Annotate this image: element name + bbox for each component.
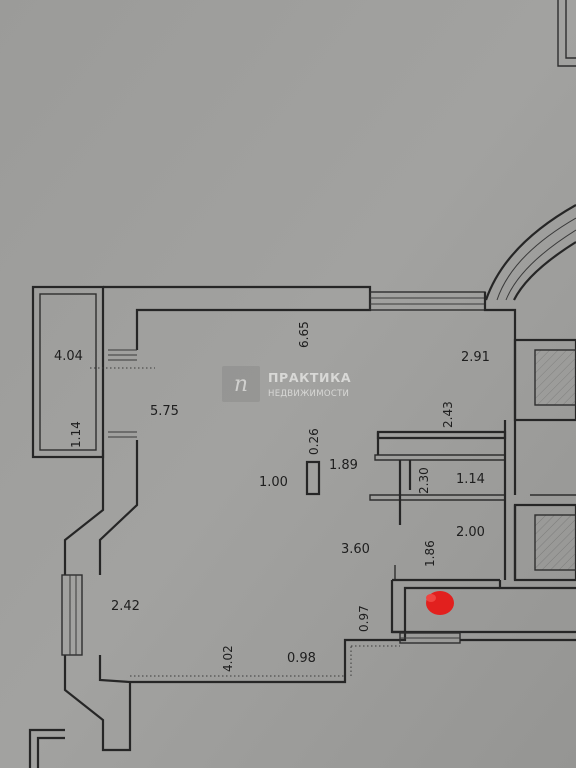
dim-column-width: 1.00: [259, 475, 288, 490]
column: [305, 460, 321, 496]
dim-bath-depth: 2.30: [417, 467, 431, 494]
dim-bay-window: 2.42: [111, 599, 140, 614]
watermark: п ПРАКТИКА НЕДВИЖИМОСТИ: [222, 366, 351, 402]
dim-entry-depth: 0.97: [357, 605, 371, 632]
dim-column-height: 0.26: [307, 428, 321, 455]
bottom-left-fragment: [28, 728, 65, 768]
dim-room-width-left: 5.75: [150, 404, 179, 419]
dim-toilet-width: 1.14: [456, 472, 485, 487]
dim-hall-width: 2.00: [456, 525, 485, 540]
dim-balcony-depth: 1.14: [69, 421, 83, 448]
right-shafts: [498, 338, 576, 590]
watermark-logo-icon: п: [234, 372, 248, 397]
top-right-fragment: [557, 0, 576, 67]
balcony: [31, 285, 155, 459]
dimension-labels: 4.04 1.14 6.65 5.75 2.91 2.43 0.26 1.00 …: [54, 321, 490, 672]
dim-balcony-width: 4.04: [54, 349, 83, 364]
dim-room-length-top: 6.65: [297, 321, 311, 348]
dim-hall-depth: 1.86: [423, 540, 437, 567]
dim-top-right: 2.91: [461, 350, 490, 365]
red-marker: [426, 591, 454, 615]
watermark-title: ПРАКТИКА: [268, 370, 351, 385]
dim-hall-lower: 3.60: [341, 542, 370, 557]
dim-bottom-step: 0.98: [287, 651, 316, 666]
watermark-subtitle: НЕДВИЖИМОСТИ: [268, 389, 349, 399]
dim-corridor-length: 2.43: [441, 401, 455, 428]
dim-bottom-length: 4.02: [221, 645, 235, 672]
bay-window-arc-top: [484, 204, 576, 301]
dim-bath-width: 1.89: [329, 458, 358, 473]
entrance-door: [399, 632, 576, 644]
